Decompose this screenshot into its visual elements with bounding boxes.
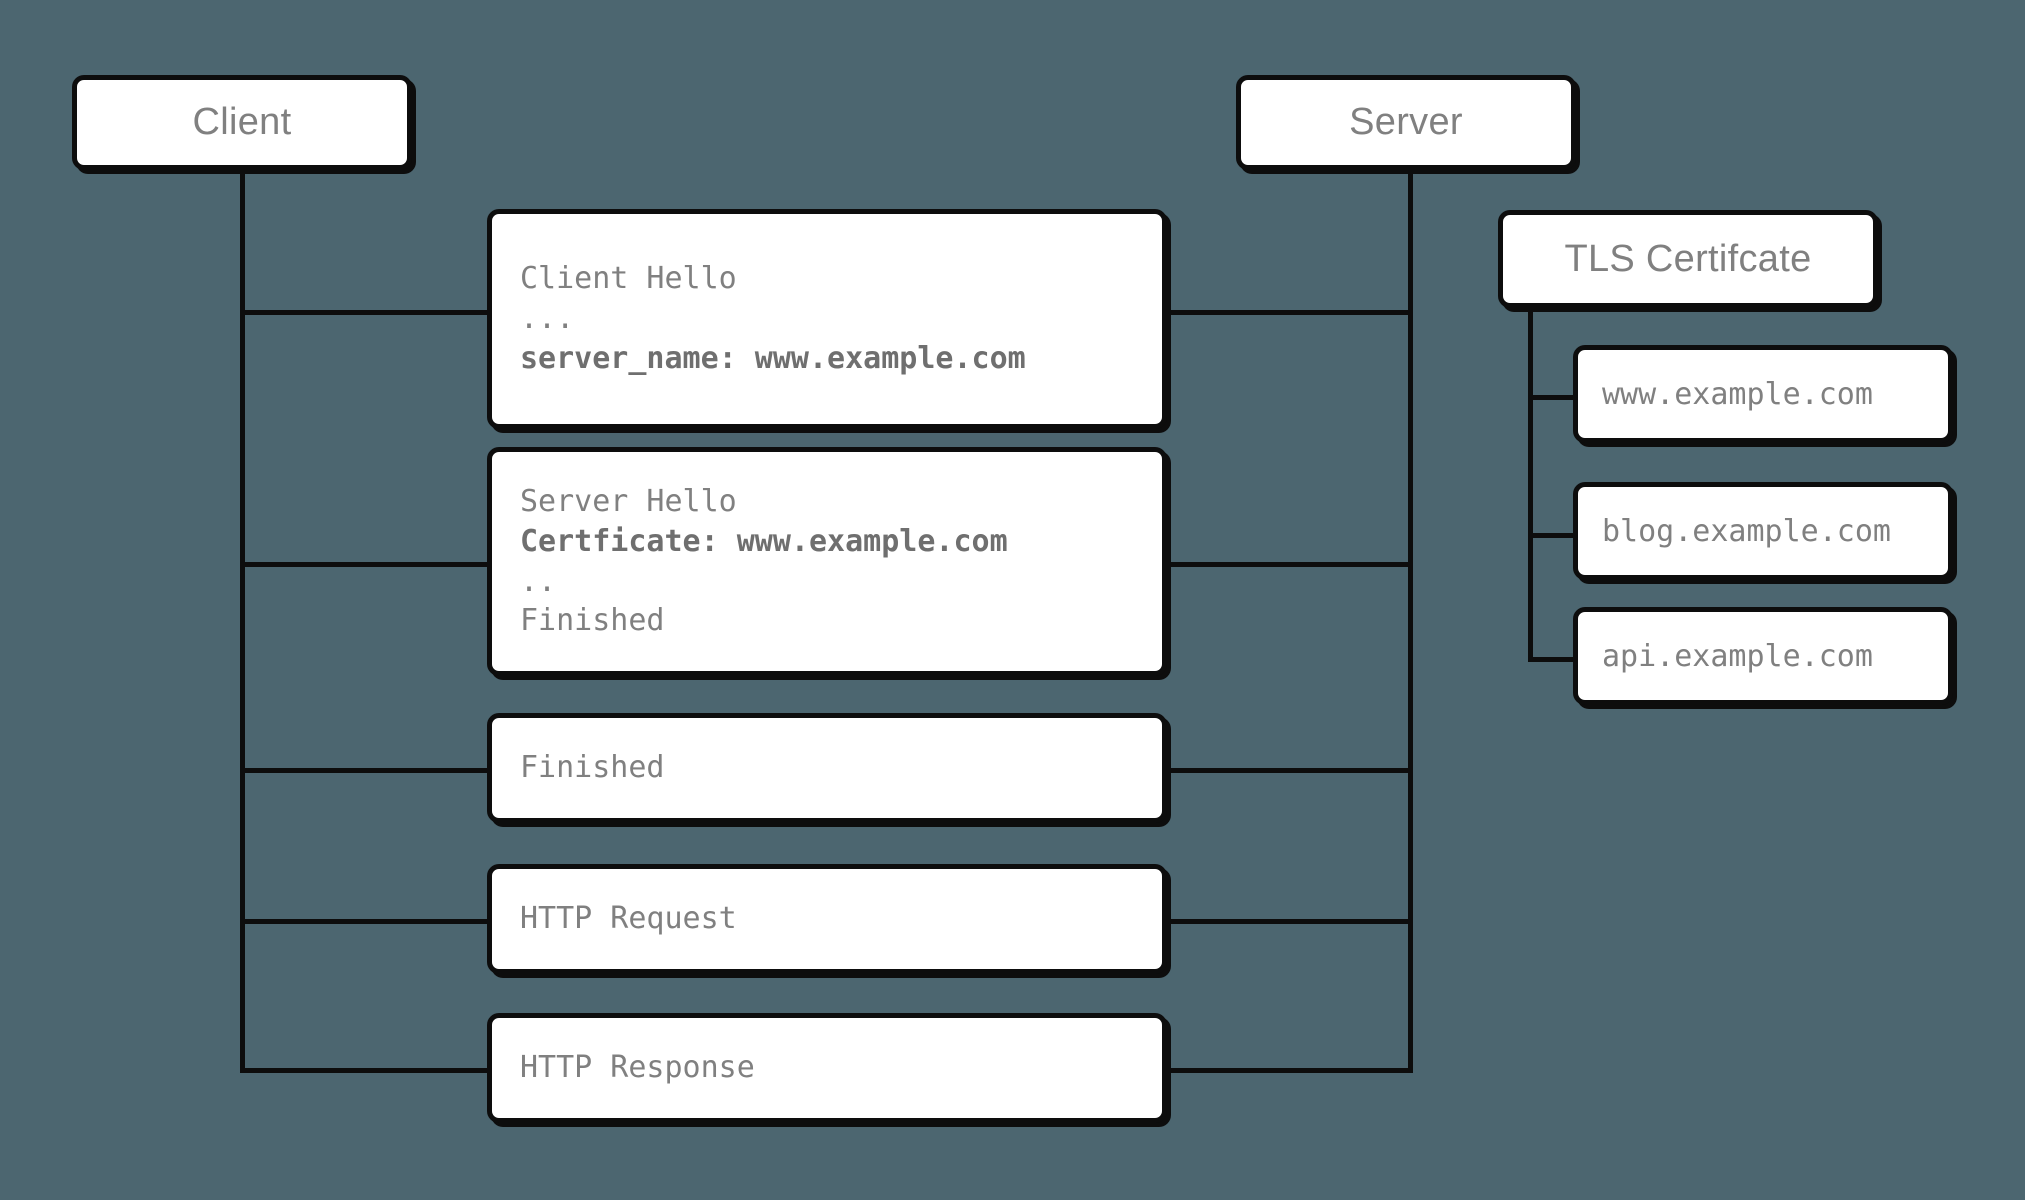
connector-finished-right	[1165, 768, 1413, 773]
actor-client-label: Client	[192, 101, 292, 143]
message-text-server-hello: Server Hello Certficate: www.example.com…	[520, 482, 1008, 642]
message-line: server_name: www.example.com	[520, 340, 1026, 376]
certificate-tree-trunk	[1528, 305, 1533, 660]
message-line: Client Hello	[520, 261, 737, 297]
connector-http-response-left	[240, 1068, 490, 1073]
message-box-finished[interactable]: Finished	[487, 713, 1167, 823]
message-text-finished: Finished	[520, 748, 665, 788]
message-text-client-hello: Client Hello ... server_name: www.exampl…	[520, 259, 1026, 379]
connector-http-request-right	[1165, 919, 1413, 924]
server-lifeline	[1408, 135, 1413, 1070]
message-line: Finished	[520, 603, 665, 639]
actor-server-label: Server	[1349, 101, 1463, 143]
certificate-san-label: api.example.com	[1602, 638, 1873, 674]
connector-server-hello-left	[240, 562, 490, 567]
message-line: Finished	[520, 750, 665, 786]
message-line: Server Hello	[520, 483, 737, 519]
certificate-san-entry-1[interactable]: blog.example.com	[1573, 482, 1953, 580]
tls-certificate-label: TLS Certifcate	[1564, 237, 1812, 280]
message-line: HTTP Request	[520, 901, 737, 937]
message-box-server-hello[interactable]: Server Hello Certficate: www.example.com…	[487, 447, 1167, 676]
message-box-client-hello[interactable]: Client Hello ... server_name: www.exampl…	[487, 209, 1167, 429]
actor-server[interactable]: Server	[1236, 75, 1576, 170]
certificate-san-label: blog.example.com	[1602, 513, 1891, 549]
connector-client-hello-left	[240, 310, 490, 315]
connector-http-request-left	[240, 919, 490, 924]
connector-finished-left	[240, 768, 490, 773]
certificate-branch-1	[1528, 533, 1573, 538]
certificate-san-label: www.example.com	[1602, 376, 1873, 412]
message-line: HTTP Response	[520, 1050, 755, 1086]
message-line: ..	[520, 563, 557, 599]
message-box-http-request[interactable]: HTTP Request	[487, 864, 1167, 974]
connector-client-hello-right	[1165, 310, 1413, 315]
certificate-san-entry-0[interactable]: www.example.com	[1573, 345, 1953, 443]
message-line: ...	[520, 301, 575, 337]
message-text-http-request: HTTP Request	[520, 899, 737, 939]
message-text-http-response: HTTP Response	[520, 1048, 755, 1088]
tls-certificate-node[interactable]: TLS Certifcate	[1498, 210, 1878, 308]
certificate-san-entry-2[interactable]: api.example.com	[1573, 607, 1953, 705]
connector-server-hello-right	[1165, 562, 1413, 567]
certificate-branch-2	[1528, 657, 1573, 662]
message-line: Certficate: www.example.com	[520, 523, 1008, 559]
connector-http-response-right	[1165, 1068, 1413, 1073]
message-box-http-response[interactable]: HTTP Response	[487, 1013, 1167, 1123]
actor-client[interactable]: Client	[72, 75, 412, 170]
certificate-branch-0	[1528, 395, 1573, 400]
client-lifeline	[240, 135, 245, 1070]
